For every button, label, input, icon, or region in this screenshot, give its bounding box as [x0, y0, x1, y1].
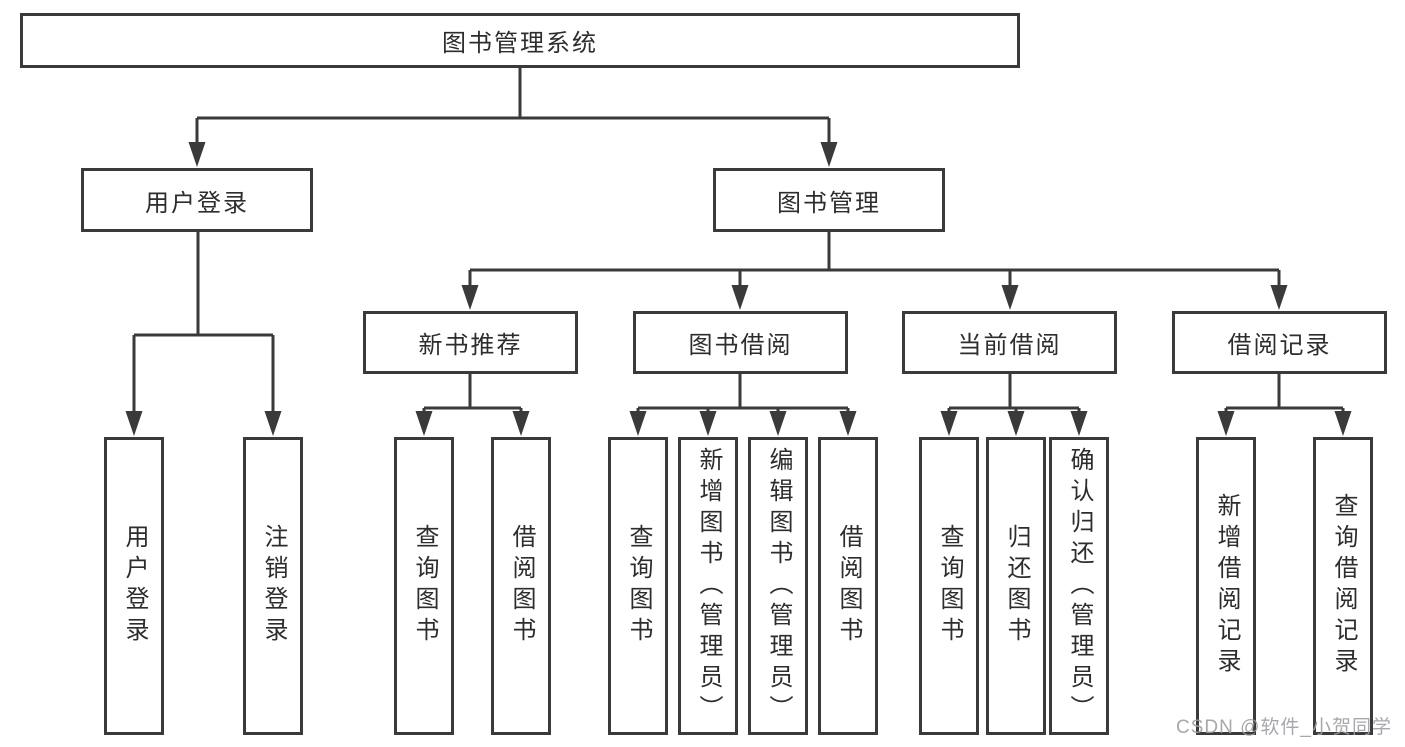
arrowhead-icon: [699, 411, 717, 436]
leaf-borrow-borrow-books: 借阅图书: [818, 437, 878, 735]
arrowhead-icon: [629, 411, 647, 436]
arrowhead-icon: [1070, 411, 1088, 436]
leaf-current-return-books: 归还图书: [986, 437, 1046, 735]
arrowhead-icon: [820, 142, 838, 167]
connector-records-to-leaves: [1217, 374, 1352, 436]
arrowhead-icon: [1007, 411, 1025, 436]
node-book-borrow: 图书借阅: [633, 311, 848, 374]
arrowhead-icon: [940, 411, 958, 436]
leaf-records-query-borrow-record: 查询借阅记录: [1313, 437, 1373, 735]
leaf-borrow-add-books-admin: 新增图书（管理员）: [678, 437, 738, 735]
leaf-current-confirm-return-admin: 确认归还（管理员）: [1049, 437, 1109, 735]
connector-borrow-to-leaves: [629, 374, 857, 436]
leaf-newbook-borrow-books: 借阅图书: [491, 437, 551, 735]
leaf-records-add-borrow-record: 新增借阅记录: [1196, 437, 1256, 735]
leaf-newbook-query-books: 查询图书: [394, 437, 454, 735]
node-new-book-recommend: 新书推荐: [363, 311, 578, 374]
connector-book-mgmt-to-level3: [461, 232, 1288, 310]
arrowhead-icon: [461, 285, 479, 310]
arrowhead-icon: [1334, 411, 1352, 436]
arrowhead-icon: [264, 411, 282, 436]
csdn-watermark: CSDN @软件_小贺同学: [1176, 717, 1392, 738]
node-borrow-records: 借阅记录: [1172, 311, 1387, 374]
leaf-logout: 注销登录: [243, 437, 303, 735]
connector-root-to-level2: [188, 68, 838, 167]
arrowhead-icon: [839, 411, 857, 436]
connector-current-to-leaves: [940, 374, 1088, 436]
arrowhead-icon: [731, 285, 749, 310]
arrowhead-icon: [415, 411, 433, 436]
node-current-borrow: 当前借阅: [902, 311, 1117, 374]
arrowhead-icon: [1270, 285, 1288, 310]
arrowhead-icon: [1217, 411, 1235, 436]
connector-newbook-to-leaves: [415, 374, 530, 436]
leaf-current-query-books: 查询图书: [919, 437, 979, 735]
arrowhead-icon: [512, 411, 530, 436]
leaf-borrow-edit-books-admin: 编辑图书（管理员）: [748, 437, 808, 735]
node-library-management-system: 图书管理系统: [20, 13, 1020, 68]
node-user-login: 用户登录: [81, 168, 313, 232]
connector-user-login-to-leaves: [125, 232, 282, 436]
arrowhead-icon: [769, 411, 787, 436]
arrowhead-icon: [1001, 285, 1019, 310]
arrowhead-icon: [188, 142, 206, 167]
leaf-user-login: 用户登录: [104, 437, 164, 735]
arrowhead-icon: [125, 411, 143, 436]
leaf-borrow-query-books: 查询图书: [608, 437, 668, 735]
node-book-management: 图书管理: [713, 168, 945, 232]
